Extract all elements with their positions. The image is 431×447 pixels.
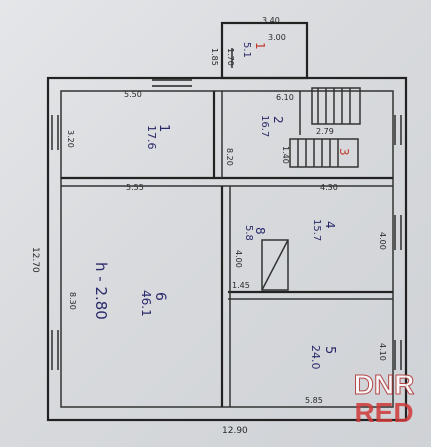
room1-depth: 3.20 <box>66 130 75 148</box>
house-outline <box>46 76 408 422</box>
room1-area: 17.6 <box>145 125 158 150</box>
room5-depth: 4.10 <box>378 343 387 361</box>
room2-number: 2 <box>271 116 285 124</box>
room3-number: 3 <box>337 148 351 156</box>
porch-side-inner-dim: 1.70 <box>226 48 235 66</box>
stair-width: 2.79 <box>316 127 334 136</box>
porch-inner-dim: 3.00 <box>268 33 286 42</box>
fixture-block <box>261 239 289 291</box>
windows <box>51 48 402 370</box>
room2-area: 16.7 <box>259 115 270 137</box>
room5-width: 5.85 <box>305 396 323 405</box>
watermark-line2: RED <box>354 397 413 428</box>
stair-depth: 1.40 <box>281 146 290 164</box>
room2-depth: 8.20 <box>225 148 234 166</box>
stair-lower <box>289 138 359 168</box>
room4-area: 15.7 <box>311 219 322 241</box>
room5-number: 5 <box>322 346 337 354</box>
room4-depth: 4.00 <box>378 232 387 250</box>
room6-number: 6 <box>152 292 168 301</box>
room8-width: 1.45 <box>232 281 250 290</box>
ceiling-height-note: h - 2.80 <box>92 262 110 320</box>
room8-area: 5.8 <box>243 225 254 241</box>
room6-area: 46.1 <box>139 290 153 317</box>
room1-number: 1 <box>156 124 171 132</box>
room5-area: 24.0 <box>309 345 322 370</box>
overall-depth: 12.70 <box>30 247 40 273</box>
house-inner-outline <box>60 90 394 408</box>
room4-width: 4.30 <box>320 183 338 192</box>
watermark-logo: DNR RED <box>353 369 415 429</box>
porch-area: 5.1 <box>241 42 252 58</box>
porch-number: 1 <box>253 42 267 50</box>
porch-side-dim: 1.85 <box>210 48 219 66</box>
room8-number: 8 <box>253 227 267 235</box>
porch-outer-dim: 3.40 <box>262 16 280 25</box>
watermark-line1: DNR <box>354 369 415 400</box>
room2-width: 6.10 <box>276 93 294 102</box>
room6-depth: 8.30 <box>68 292 77 310</box>
stair-upper <box>311 87 361 125</box>
overall-width: 12.90 <box>222 426 248 436</box>
room1-width: 5.50 <box>124 90 142 99</box>
room8-depth: 4.00 <box>234 250 243 268</box>
room6-width: 5.55 <box>126 183 144 192</box>
room4-number: 4 <box>323 221 337 229</box>
